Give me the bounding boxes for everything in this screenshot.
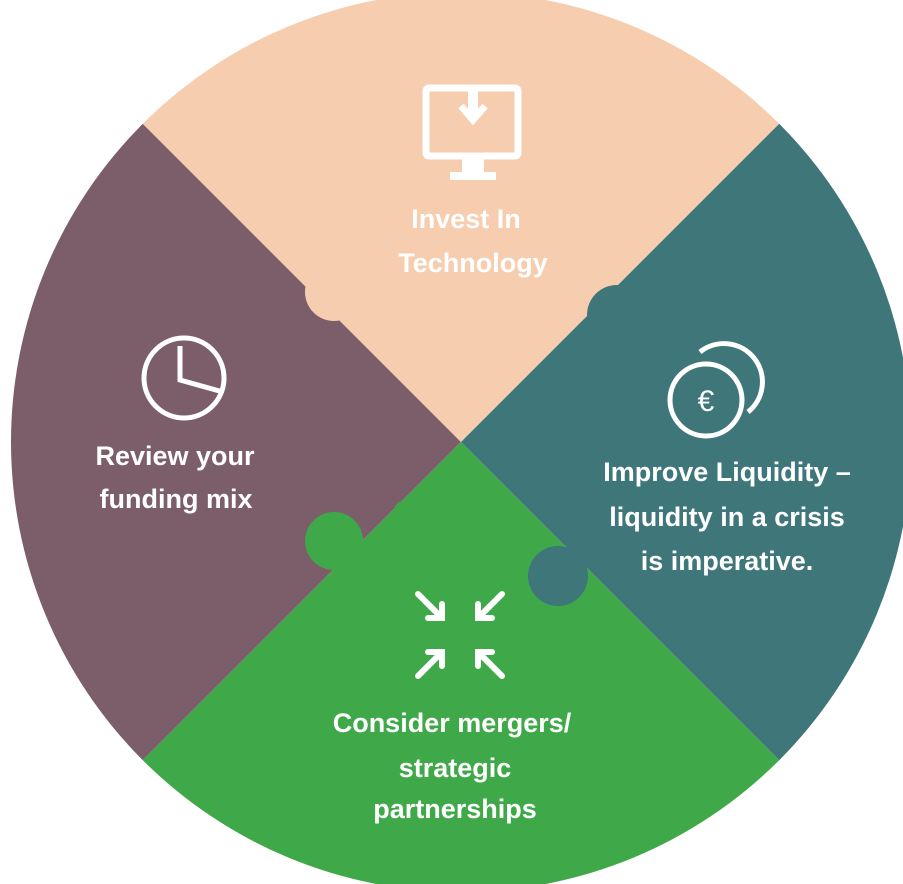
right-label-line3: is imperative.	[641, 546, 814, 576]
euro-coins-icon: €	[667, 341, 765, 439]
right-label-line2: liquidity in a crisis	[609, 502, 845, 532]
left-puzzle-piece	[11, 0, 461, 884]
puzzle-tab-left-into-bottom-notch	[394, 501, 414, 521]
right-puzzle-piece	[461, 0, 903, 884]
bottom-label-line2: strategic	[399, 753, 512, 783]
bottom-puzzle-piece	[11, 442, 903, 884]
puzzle-tab-bottom-into-left	[305, 512, 363, 570]
puzzle-tab-right-into-bottom	[528, 546, 588, 606]
monitor-download-icon	[422, 84, 522, 180]
bottom-label-line1: Consider mergers/	[333, 708, 572, 738]
top-label-line1: Invest In	[411, 204, 521, 234]
top-label-line2: Technology	[398, 248, 548, 278]
pie-chart-icon	[141, 335, 227, 421]
left-label-line2: funding mix	[100, 484, 253, 514]
right-label-line1: Improve Liquidity –	[603, 457, 851, 487]
arrows-inward-icon	[415, 591, 505, 679]
top-puzzle-piece	[11, 0, 903, 442]
svg-text:€: €	[698, 385, 715, 418]
puzzle-tab-top-into-left	[305, 263, 363, 321]
puzzle-tab-right-into-top	[587, 285, 647, 345]
left-label-line1: Review your	[95, 441, 255, 471]
bottom-label-line3: partnerships	[373, 794, 537, 824]
